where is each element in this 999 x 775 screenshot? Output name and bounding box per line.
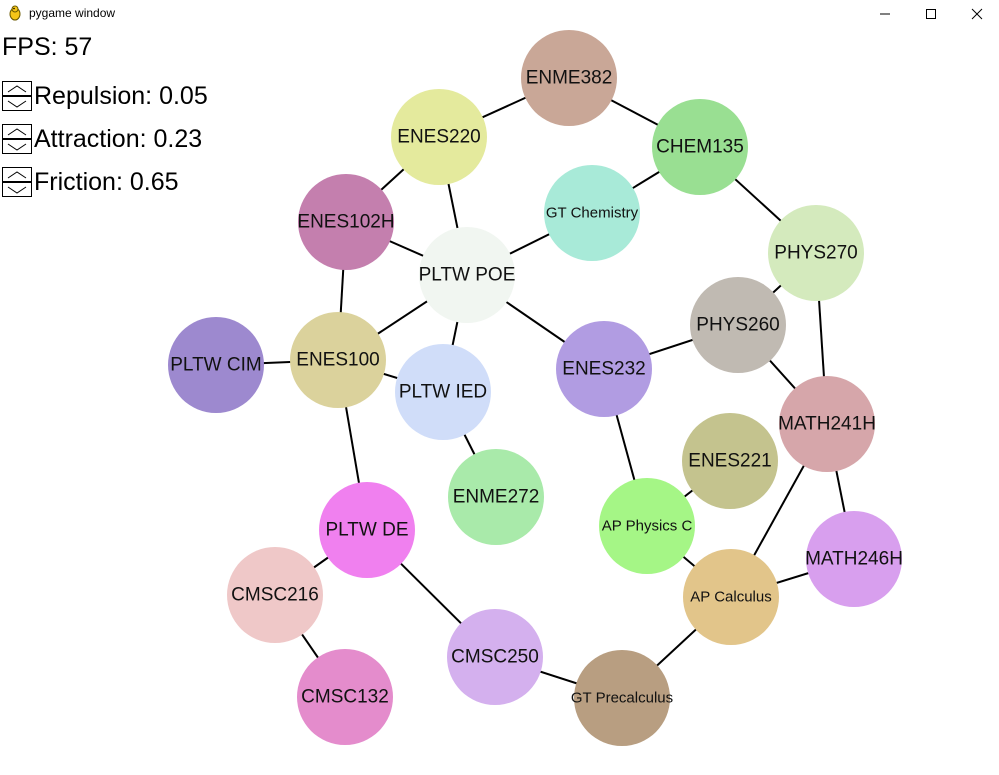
node-circle: [682, 413, 778, 509]
node-circle: [574, 650, 670, 746]
node-circle: [521, 30, 617, 126]
repulsion-decrease-button[interactable]: [2, 96, 32, 111]
node-circle: [448, 449, 544, 545]
close-button[interactable]: [954, 0, 999, 28]
friction-decrease-button[interactable]: [2, 182, 32, 197]
node-label: PHYS260: [696, 315, 779, 336]
node-pltw-ied[interactable]: PLTW IED: [395, 344, 491, 440]
friction-label: Friction: 0.65: [34, 168, 179, 196]
node-label: ENES102H: [297, 212, 394, 233]
repulsion-label: Repulsion: 0.05: [34, 82, 208, 110]
node-label: PLTW POE: [419, 265, 516, 286]
node-circle: [227, 547, 323, 643]
node-label: ENME272: [453, 487, 540, 508]
node-circle: [447, 609, 543, 705]
maximize-button[interactable]: [908, 0, 954, 28]
chevron-down-icon: [7, 186, 27, 194]
node-label: CMSC250: [451, 647, 539, 668]
chevron-down-icon: [7, 143, 27, 151]
node-circle: [319, 482, 415, 578]
node-enes220[interactable]: ENES220: [391, 89, 487, 185]
node-label: AP Physics C: [602, 518, 693, 535]
node-pltw-poe[interactable]: PLTW POE: [419, 227, 516, 323]
node-circle: [395, 344, 491, 440]
node-gt-precalculus[interactable]: GT Precalculus: [571, 650, 673, 746]
minimize-icon: [880, 13, 890, 15]
friction-increase-button[interactable]: [2, 167, 32, 182]
node-circle: [168, 317, 264, 413]
node-cmsc216[interactable]: CMSC216: [227, 547, 323, 643]
node-circle: [297, 649, 393, 745]
node-circle: [690, 277, 786, 373]
node-label: CMSC132: [301, 687, 389, 708]
repulsion-increase-button[interactable]: [2, 81, 32, 96]
node-chem135[interactable]: CHEM135: [652, 99, 748, 195]
node-enme382[interactable]: ENME382: [521, 30, 617, 126]
node-circle: [599, 478, 695, 574]
window-title: pygame window: [29, 6, 116, 20]
node-pltw-cim[interactable]: PLTW CIM: [168, 317, 264, 413]
node-enes232[interactable]: ENES232: [556, 321, 652, 417]
node-circle: [652, 99, 748, 195]
node-circle: [419, 227, 515, 323]
node-ap-calculus[interactable]: AP Calculus: [683, 549, 779, 645]
chevron-up-icon: [7, 85, 27, 93]
node-enes221[interactable]: ENES221: [682, 413, 778, 509]
node-label: PLTW IED: [399, 382, 487, 403]
node-circle: [806, 511, 902, 607]
node-label: CMSC216: [231, 585, 319, 606]
repulsion-stepper: [2, 81, 32, 111]
node-enes102h[interactable]: ENES102H: [297, 174, 395, 270]
node-pltw-de[interactable]: PLTW DE: [319, 482, 415, 578]
minimize-button[interactable]: [862, 0, 908, 28]
attraction-decrease-button[interactable]: [2, 139, 32, 154]
friction-stepper: [2, 167, 32, 197]
node-circle: [544, 165, 640, 261]
node-label: ENES100: [296, 350, 379, 371]
attraction-label: Attraction: 0.23: [34, 125, 203, 153]
maximize-icon: [926, 9, 936, 19]
node-phys260[interactable]: PHYS260: [690, 277, 786, 373]
title-bar: pygame window: [0, 0, 999, 28]
node-label: ENES232: [562, 359, 645, 380]
node-circle: [556, 321, 652, 417]
node-ap-physics-c[interactable]: AP Physics C: [599, 478, 695, 574]
node-gt-chemistry[interactable]: GT Chemistry: [544, 165, 640, 261]
node-phys270[interactable]: PHYS270: [768, 205, 864, 301]
node-circle: [683, 549, 779, 645]
node-label: ENME382: [526, 68, 613, 89]
node-label: MATH246H: [805, 549, 903, 570]
node-math241h[interactable]: MATH241H: [778, 376, 876, 472]
attraction-increase-button[interactable]: [2, 124, 32, 139]
attraction-stepper: [2, 124, 32, 154]
node-cmsc250[interactable]: CMSC250: [447, 609, 543, 705]
pygame-snake-icon: [9, 5, 21, 21]
node-label: PLTW CIM: [170, 355, 261, 376]
node-circle: [391, 89, 487, 185]
node-enme272[interactable]: ENME272: [448, 449, 544, 545]
node-circle: [768, 205, 864, 301]
node-label: PLTW DE: [325, 520, 408, 541]
node-cmsc132[interactable]: CMSC132: [297, 649, 393, 745]
node-label: AP Calculus: [690, 589, 771, 606]
node-label: CHEM135: [656, 137, 744, 158]
chevron-down-icon: [7, 100, 27, 108]
chevron-up-icon: [7, 171, 27, 179]
node-circle: [298, 174, 394, 270]
node-label: ENES221: [688, 451, 771, 472]
node-label: GT Chemistry: [546, 205, 639, 222]
node-math246h[interactable]: MATH246H: [805, 511, 903, 607]
node-label: PHYS270: [774, 243, 857, 264]
node-label: GT Precalculus: [571, 690, 673, 707]
node-enes100[interactable]: ENES100: [290, 312, 386, 408]
chevron-up-icon: [7, 128, 27, 136]
node-circle: [290, 312, 386, 408]
node-label: MATH241H: [778, 414, 876, 435]
node-circle: [779, 376, 875, 472]
node-label: ENES220: [397, 127, 480, 148]
fps-counter: FPS: 57: [2, 33, 93, 61]
close-icon: [971, 8, 983, 20]
